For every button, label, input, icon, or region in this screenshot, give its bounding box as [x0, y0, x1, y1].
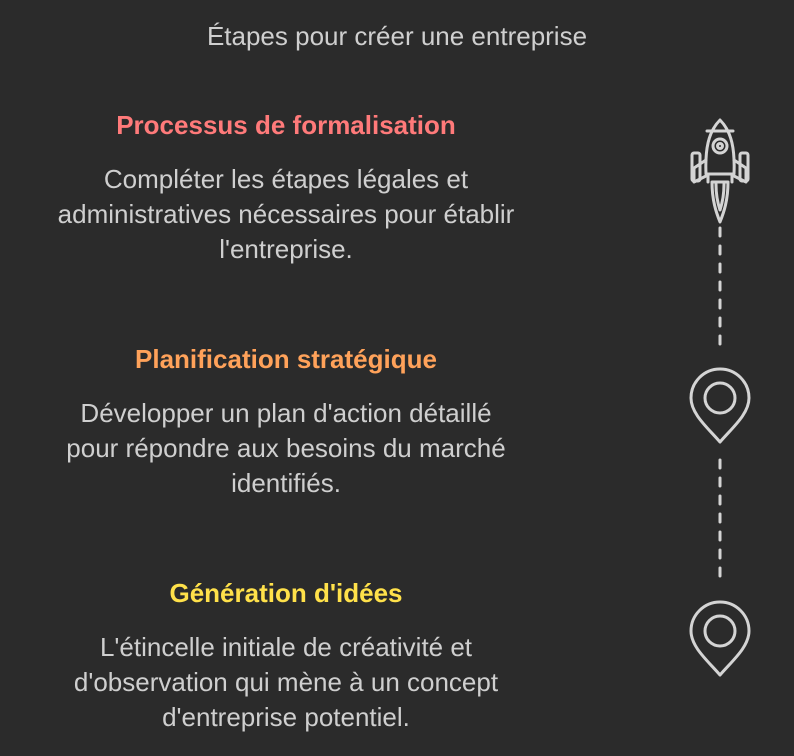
description-line: d'observation qui mène à un concept: [73, 667, 499, 697]
description-line: d'entreprise potentiel.: [162, 702, 410, 732]
description-line: administratives nécessaires pour établir: [57, 199, 515, 229]
step-description: L'étincelle initiale de créativité et d'…: [12, 630, 560, 735]
description-line: pour répondre aux besoins du marché: [66, 433, 506, 463]
description-line: Développer un plan d'action détaillé: [80, 398, 492, 428]
location-pin-icon: [689, 600, 751, 677]
step-formalisation: Processus de formalisation Compléter les…: [12, 108, 560, 267]
step-heading: Génération d'idées: [169, 578, 403, 608]
step-heading: Planification stratégique: [135, 344, 437, 374]
step-generation-idees: Génération d'idées L'étincelle initiale …: [12, 576, 560, 735]
page-title: Étapes pour créer une entreprise: [206, 21, 588, 51]
timeline: [689, 118, 751, 677]
rocket-icon: [690, 118, 750, 224]
location-pin-icon: [689, 367, 751, 444]
description-line: L'étincelle initiale de créativité et: [99, 632, 473, 662]
description-line: identifiés.: [231, 468, 341, 498]
step-heading: Processus de formalisation: [116, 110, 456, 140]
description-line: l'entreprise.: [219, 234, 353, 264]
description-line: Compléter les étapes légales et: [103, 164, 469, 194]
step-planification: Planification stratégique Développer un …: [12, 342, 560, 501]
step-description: Compléter les étapes légales et administ…: [12, 162, 560, 267]
step-description: Développer un plan d'action détaillé pou…: [12, 396, 560, 501]
